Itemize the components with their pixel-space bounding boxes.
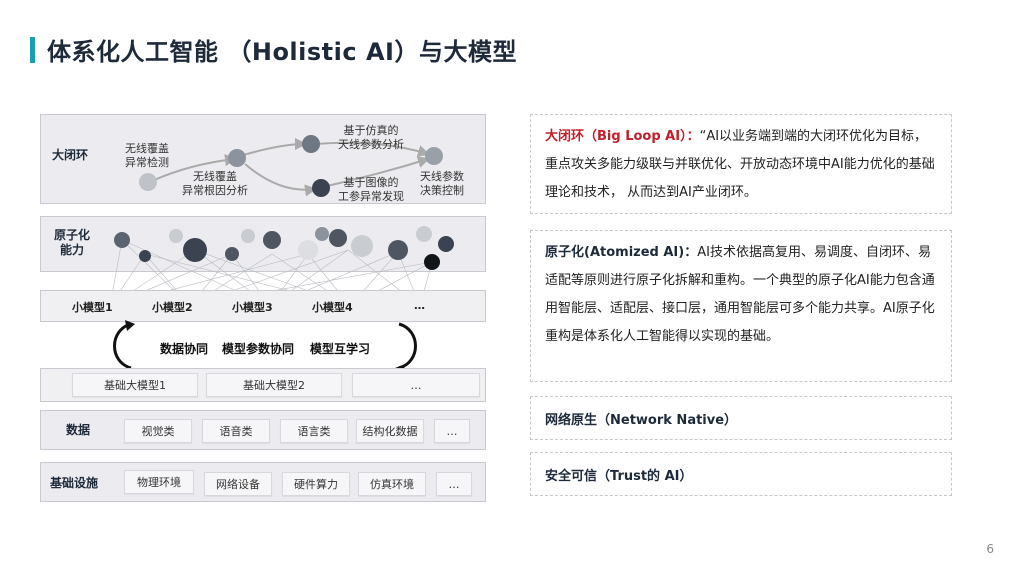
loop-step-3: 基于仿真的 天线参数分析 xyxy=(338,124,404,152)
page-title: 体系化人工智能 （Holistic AI）与大模型 xyxy=(47,38,517,66)
loop-arrow xyxy=(239,138,307,157)
loop-arrow xyxy=(151,154,237,182)
data-item-speech: 语音类 xyxy=(202,419,270,443)
atom-node xyxy=(183,238,207,262)
atom-node xyxy=(416,226,432,242)
atom-node xyxy=(263,231,281,249)
network-native-text: 网络原生（Network Native） xyxy=(545,412,738,428)
infra-item-physical: 物理环境 xyxy=(124,470,194,494)
atom-node xyxy=(114,232,130,248)
foundation-model-2: 基础大模型2 xyxy=(206,373,342,397)
atomized-label: 原子化 能力 xyxy=(54,228,91,257)
infra-item-network: 网络设备 xyxy=(204,472,272,496)
loop-step-2: 无线覆盖 异常根因分析 xyxy=(182,170,248,198)
atom-node xyxy=(241,229,255,243)
loop-step-1: 无线覆盖 异常检测 xyxy=(125,142,169,170)
atom-node xyxy=(169,229,183,243)
atomized-body: AI技术依据高复用、易调度、自闭环、易适配等原则进行原子化拆解和重构。一个典型的… xyxy=(545,245,935,344)
big-loop-box: 大闭环（Big Loop AI）：“AI以业务端到端的大闭环优化为目标，重点攻关… xyxy=(530,114,952,214)
infra-item-more: … xyxy=(436,472,472,496)
infrastructure-label: 基础设施 xyxy=(50,476,99,490)
loop-node xyxy=(312,179,330,197)
loop-node xyxy=(425,147,443,165)
collab-mutual: 模型互学习 xyxy=(310,342,371,356)
data-item-visual: 视觉类 xyxy=(124,419,192,443)
atom-node xyxy=(139,250,151,262)
loop-arrow xyxy=(244,163,317,197)
small-model-more: … xyxy=(414,299,425,312)
data-item-more: … xyxy=(434,419,470,443)
foundation-model-1: 基础大模型1 xyxy=(72,373,198,397)
atom-node xyxy=(315,227,329,241)
page-number: 6 xyxy=(986,542,994,556)
collab-params: 模型参数协同 xyxy=(222,342,295,356)
loop-node xyxy=(302,135,320,153)
loop-arrow xyxy=(326,156,430,187)
atomized-text: 原子化(Atomized AI)：AI技术依据高复用、易调度、自闭环、易适配等原… xyxy=(545,239,937,351)
left-curve-arrow-icon xyxy=(113,322,132,370)
closed-loop-panel xyxy=(40,114,486,204)
small-models-row xyxy=(40,290,486,322)
collab-data: 数据协同 xyxy=(160,342,209,356)
atom-node xyxy=(329,229,347,247)
data-item-language: 语言类 xyxy=(280,419,348,443)
atom-node xyxy=(351,235,373,257)
atom-node xyxy=(438,236,454,252)
small-model-3: 小模型3 xyxy=(232,301,273,314)
closed-loop-diagram xyxy=(139,135,443,197)
trust-ai-text: 安全可信（Trust的 AI） xyxy=(545,468,693,484)
atom-node xyxy=(225,247,239,261)
loop-node xyxy=(228,149,246,167)
loop-arrow xyxy=(314,141,430,157)
data-label: 数据 xyxy=(66,423,91,437)
small-model-2: 小模型2 xyxy=(152,301,193,314)
small-model-1: 小模型1 xyxy=(72,301,113,314)
loop-node xyxy=(139,173,157,191)
atom-node xyxy=(298,240,318,260)
infra-item-simulation: 仿真环境 xyxy=(358,472,426,496)
closed-loop-label: 大闭环 xyxy=(52,148,89,162)
big-loop-body: “AI以业务端到端的大闭环优化为目标，重点攻关多能力级联与并联优化、开放动态环境… xyxy=(545,129,935,200)
atomized-panel xyxy=(40,216,486,272)
right-curve-arrow-icon xyxy=(398,322,417,370)
big-loop-head: 大闭环（Big Loop AI）： xyxy=(545,129,700,144)
title-accent-bar xyxy=(30,36,35,63)
loop-step-5: 天线参数 决策控制 xyxy=(420,170,464,198)
collaboration-arrows xyxy=(113,320,417,374)
atom-node xyxy=(388,240,408,260)
loop-step-4: 基于图像的 工参异常发现 xyxy=(338,176,404,204)
atomized-head: 原子化(Atomized AI)： xyxy=(545,245,698,260)
big-loop-text: 大闭环（Big Loop AI）：“AI以业务端到端的大闭环优化为目标，重点攻关… xyxy=(545,123,937,207)
foundation-model-more: … xyxy=(352,373,480,397)
network-native-box: 网络原生（Network Native） xyxy=(530,396,952,440)
atomized-box: 原子化(Atomized AI)：AI技术依据高复用、易调度、自闭环、易适配等原… xyxy=(530,230,952,382)
trust-ai-box: 安全可信（Trust的 AI） xyxy=(530,452,952,496)
atom-node xyxy=(424,254,440,270)
data-item-structured: 结构化数据 xyxy=(356,419,424,443)
title-bar: 体系化人工智能 （Holistic AI）与大模型 xyxy=(30,32,517,67)
infra-item-compute: 硬件算力 xyxy=(282,472,350,496)
small-model-4: 小模型4 xyxy=(312,301,353,314)
